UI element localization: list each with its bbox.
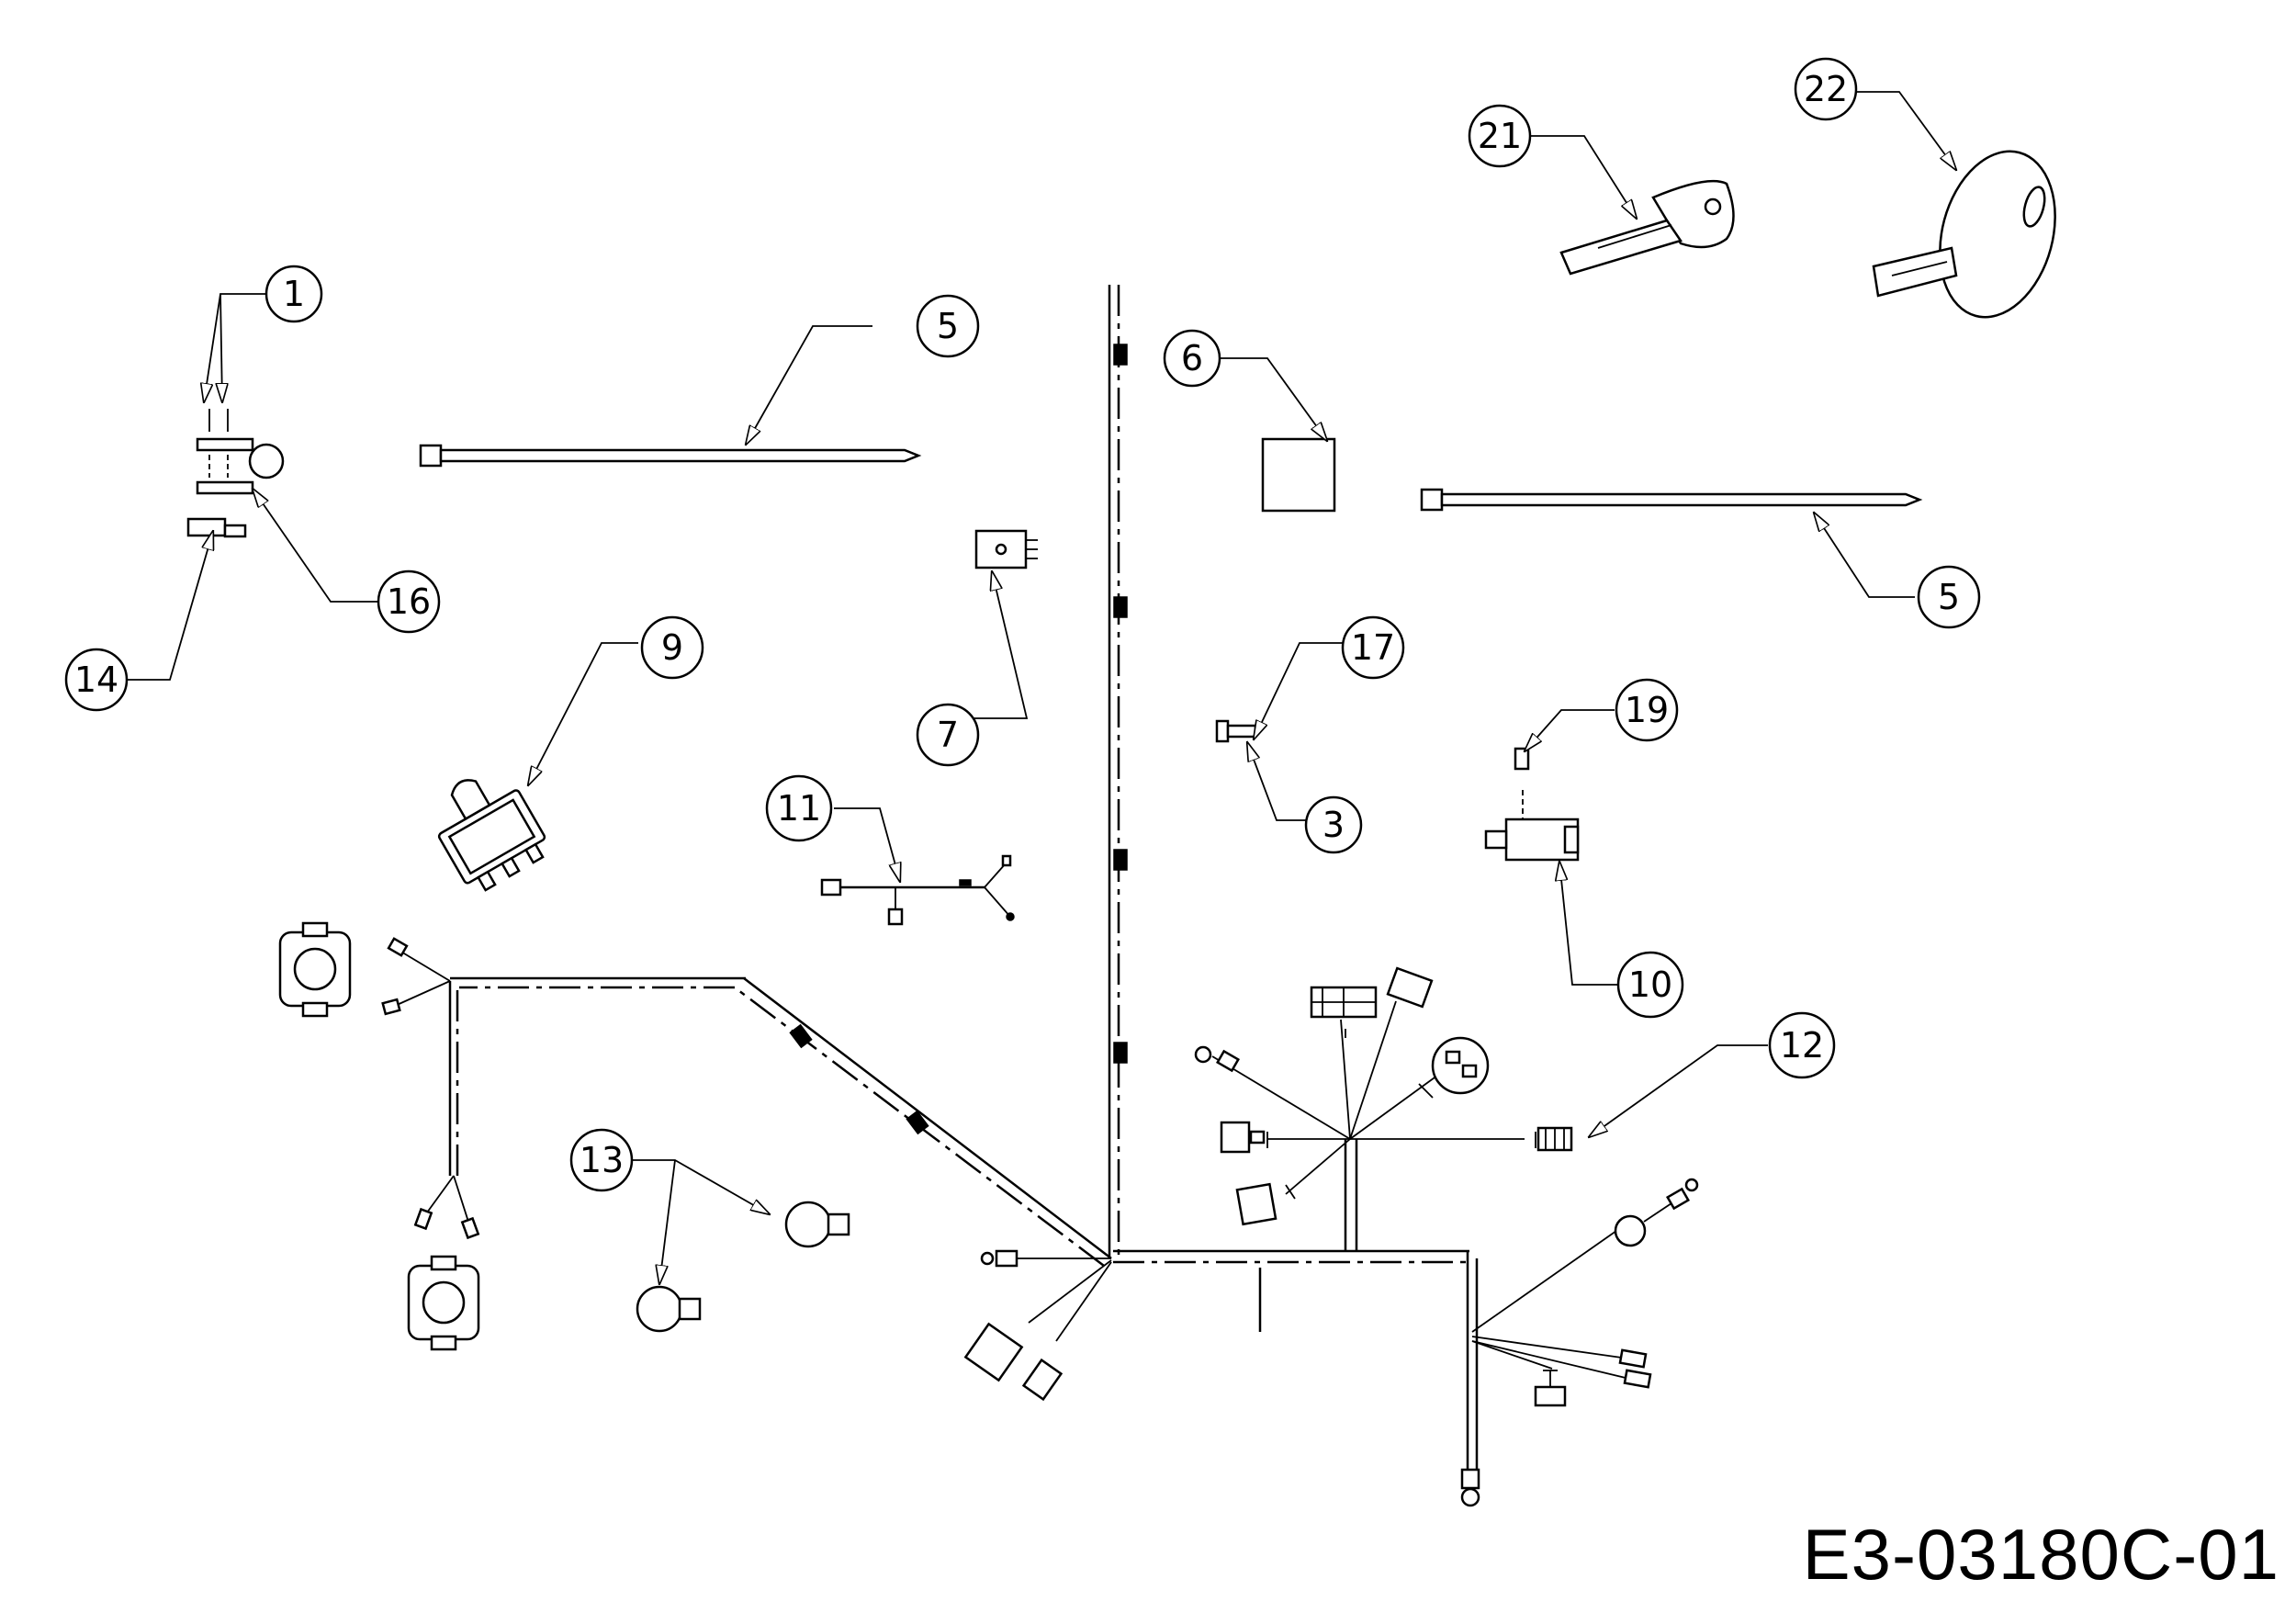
svg-text:10: 10: [1628, 964, 1672, 1005]
callout-19: 19: [1615, 678, 1679, 742]
main-harness: [448, 285, 1636, 1470]
callout-6: 6: [1163, 329, 1221, 388]
lamp-socket-upper: [278, 921, 352, 1018]
svg-text:1: 1: [283, 274, 305, 314]
ignition-assembly: [186, 409, 285, 538]
seat-switch: [1484, 747, 1580, 862]
svg-text:12: 12: [1780, 1025, 1824, 1066]
svg-text:7: 7: [937, 715, 959, 755]
callout-3: 3: [1304, 795, 1363, 854]
harness-connectors: [381, 937, 1699, 1507]
callout-14: 14: [64, 648, 129, 712]
svg-text:5: 5: [1938, 577, 1960, 617]
svg-text:17: 17: [1351, 627, 1395, 668]
diagram-code: E3-03180C-01: [1802, 1514, 2279, 1595]
svg-text:11: 11: [777, 788, 821, 829]
svg-text:19: 19: [1625, 690, 1669, 730]
svg-text:13: 13: [580, 1140, 624, 1180]
svg-text:9: 9: [661, 627, 683, 668]
rocker-switch: [437, 779, 546, 892]
key-21: [1559, 179, 1735, 276]
key-22: [1872, 150, 2056, 319]
part-6-pad: [1261, 437, 1336, 513]
callout-12: 12: [1768, 1011, 1836, 1079]
cable-tie-lower: [1420, 488, 1923, 512]
cable-tie-upper: [419, 444, 922, 468]
svg-text:21: 21: [1478, 116, 1522, 156]
svg-text:3: 3: [1322, 805, 1345, 845]
svg-text:5: 5: [937, 306, 959, 346]
callout-9: 9: [640, 615, 704, 680]
bolt: [1215, 719, 1257, 743]
callout-13: 13: [569, 1128, 634, 1192]
callout-16: 16: [377, 570, 441, 634]
callout-11: 11: [765, 774, 833, 842]
callout-5-upper: 5: [916, 294, 980, 358]
callout-5-lower: 5: [1917, 565, 1981, 629]
small-harness: [820, 854, 1015, 926]
callout-17: 17: [1341, 615, 1405, 680]
callout-21: 21: [1468, 104, 1532, 168]
callout-10: 10: [1616, 951, 1684, 1019]
relay: [974, 529, 1038, 570]
svg-text:22: 22: [1804, 69, 1848, 109]
callout-22: 22: [1794, 57, 1858, 121]
callout-7: 7: [916, 703, 980, 767]
svg-text:14: 14: [74, 660, 118, 700]
svg-text:16: 16: [387, 581, 431, 622]
bulb-icon: [784, 1201, 850, 1248]
callout-1: 1: [264, 265, 323, 323]
leader-lines: [115, 91, 1956, 1284]
bulb-icon: [636, 1285, 702, 1333]
svg-text:6: 6: [1181, 338, 1203, 378]
lamp-socket-lower: [407, 1255, 480, 1351]
